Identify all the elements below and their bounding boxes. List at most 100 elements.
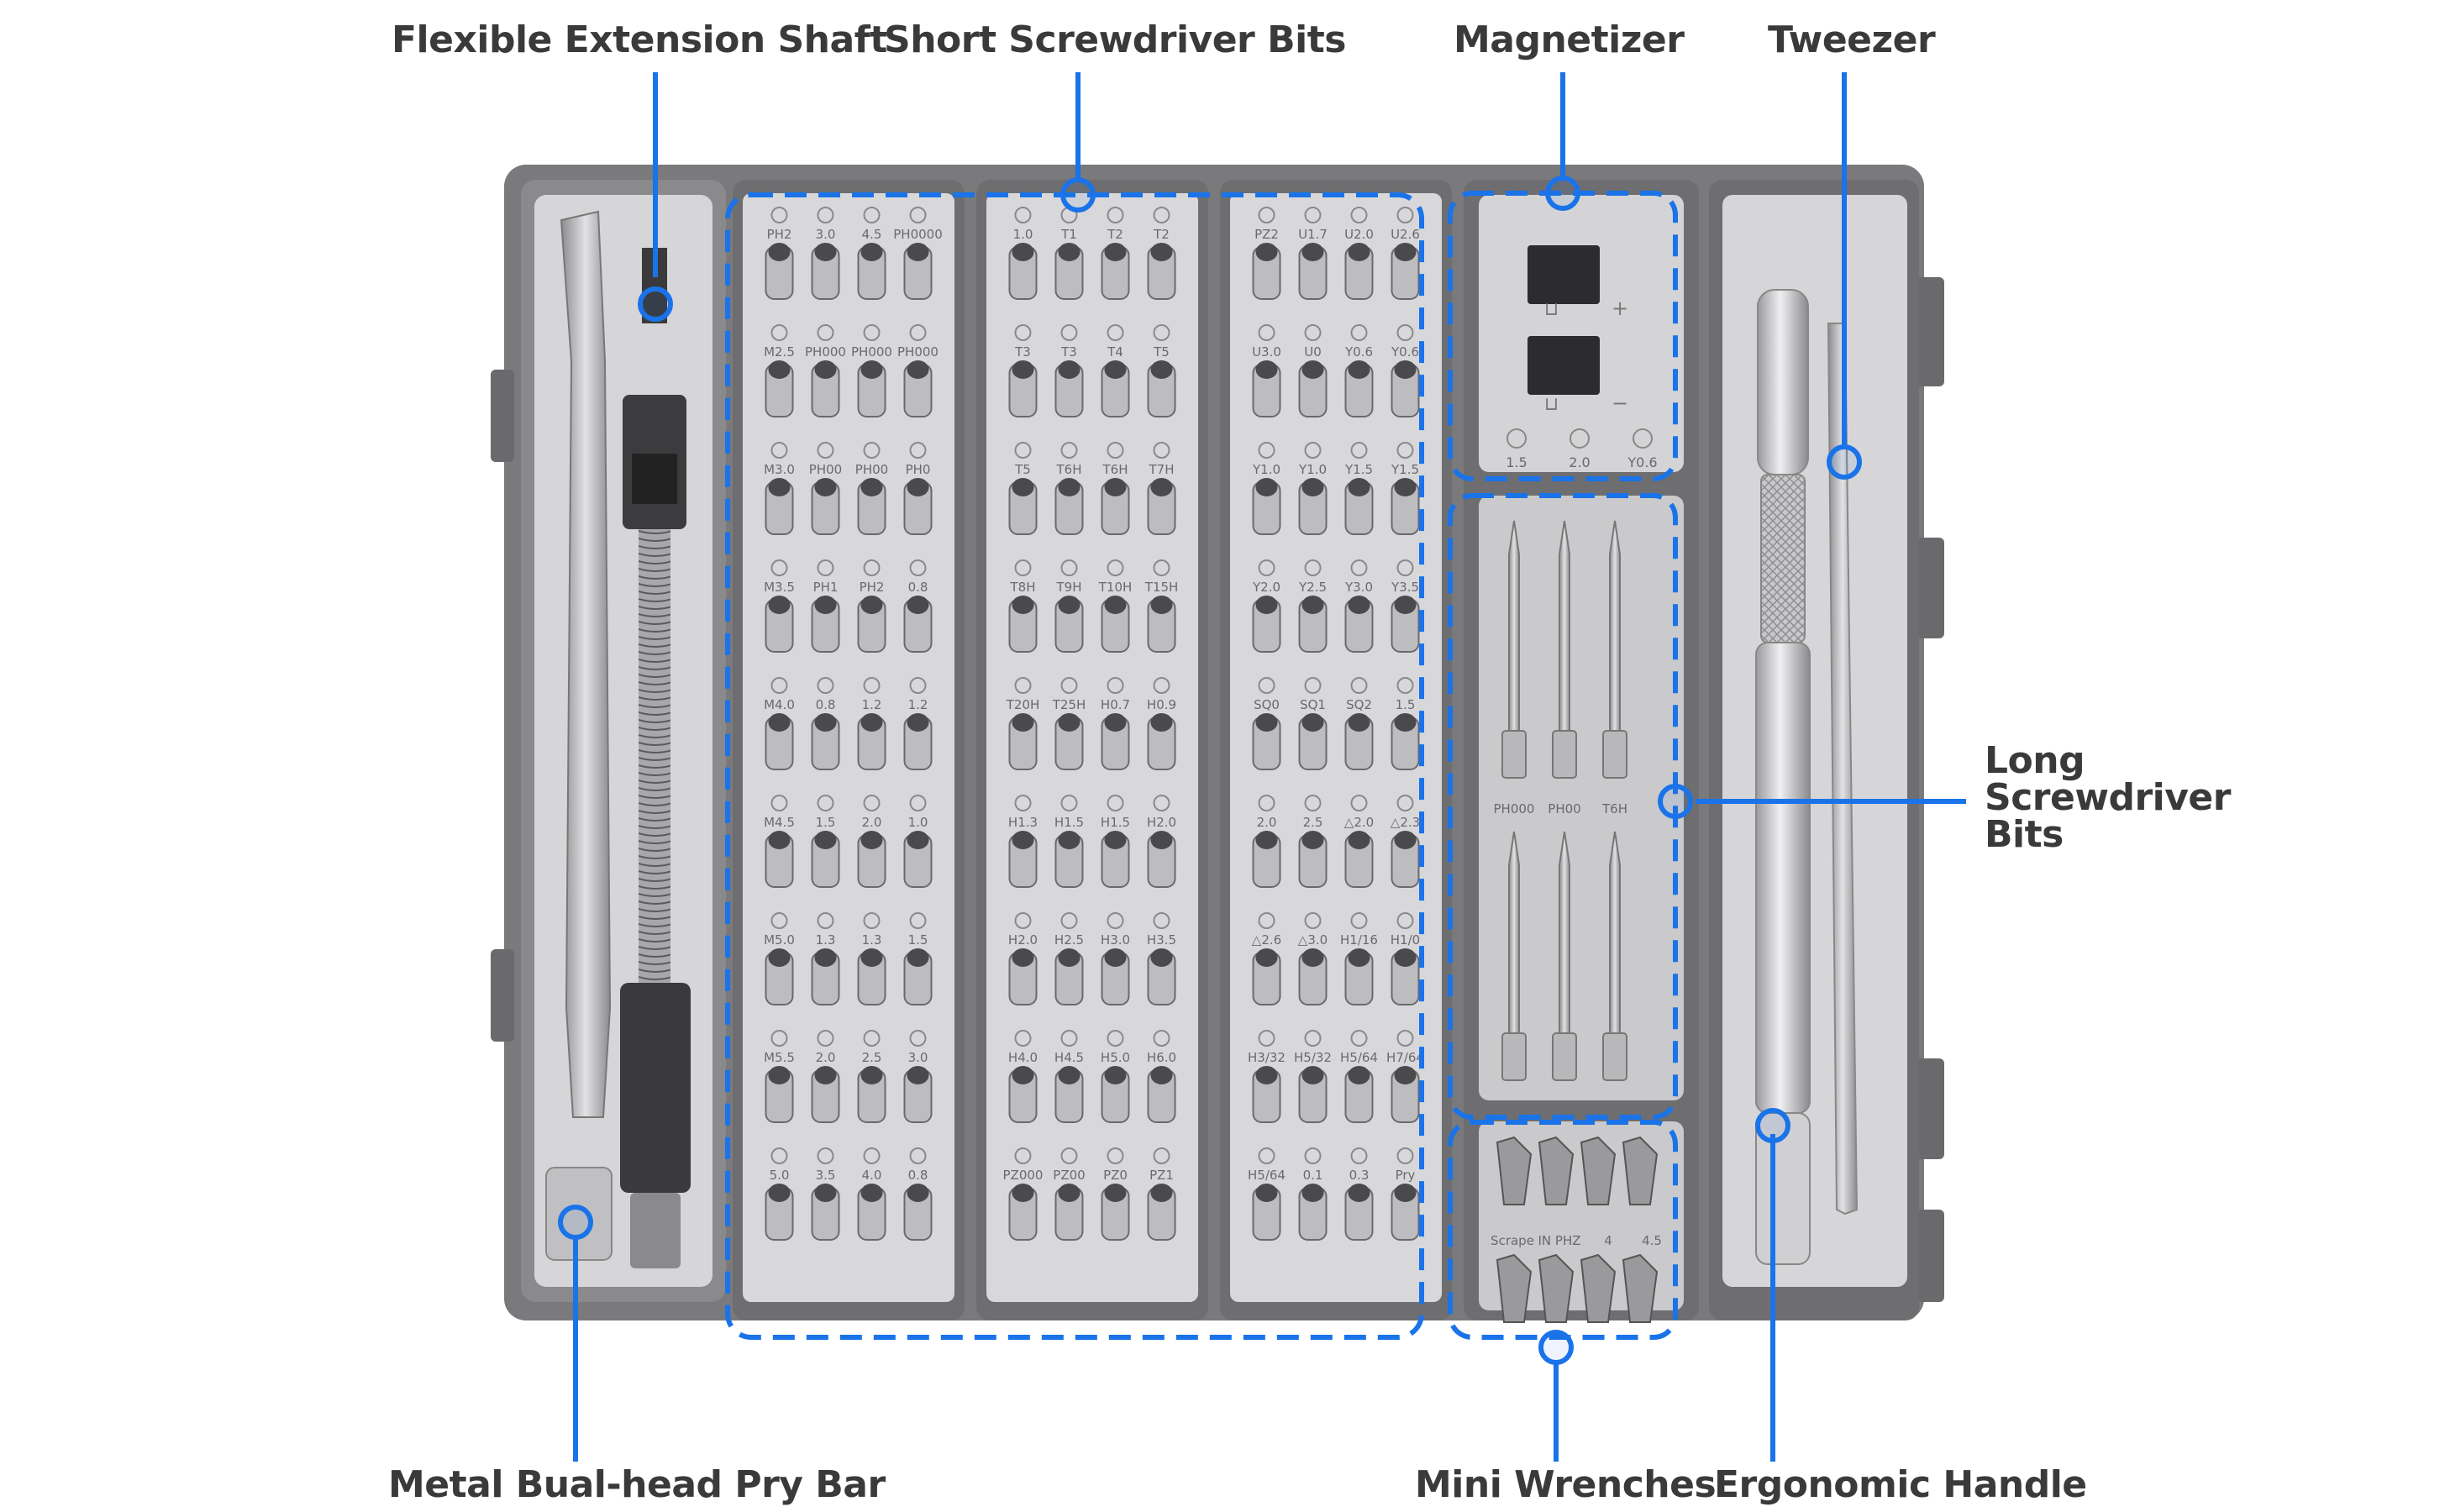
bit-tip	[814, 831, 837, 849]
bit-tip	[1348, 596, 1370, 614]
bit-type-icon	[1396, 1147, 1414, 1164]
bit-size-label: H2.0	[1147, 815, 1176, 830]
marker-pry-bar	[558, 1205, 593, 1240]
wrench-label: Scrape	[1491, 1233, 1534, 1248]
bit-size-label: 1.5	[908, 932, 928, 948]
bit-tip	[1255, 478, 1278, 496]
bit-type-icon	[770, 324, 788, 341]
marker-tweezer	[1827, 444, 1862, 480]
bit-tip	[1255, 243, 1278, 261]
bit-size-label: 0.8	[816, 697, 836, 712]
mini-wrench	[1538, 1136, 1575, 1205]
long-bit-label: PH00	[1548, 801, 1580, 816]
bit-tip	[860, 360, 883, 379]
magnetizer-label: 2.0	[1569, 454, 1590, 470]
flexible-extension-shaft	[620, 248, 691, 1268]
bit-tip	[907, 596, 929, 614]
bit-type-icon	[863, 795, 881, 811]
bit-tip	[860, 1066, 883, 1084]
bit-size-label: △2.3	[1391, 815, 1420, 830]
bit-type-icon	[1258, 207, 1275, 223]
bit-tip	[907, 713, 929, 732]
long-screwdriver-bit	[1609, 831, 1621, 1034]
bit-tip	[814, 1184, 837, 1202]
bit-size-label: H5/32	[1294, 1050, 1332, 1065]
bit-tip	[1012, 1184, 1034, 1202]
long-bits-outline	[1448, 493, 1678, 1120]
bit-tip	[814, 243, 837, 261]
bit-type-icon	[1107, 1030, 1124, 1047]
long-screwdriver-bit	[1609, 520, 1621, 732]
bit-size-label: T8H	[1010, 580, 1036, 595]
long-bit-shank	[1501, 730, 1527, 779]
bit-tip	[768, 478, 791, 496]
bit-type-icon	[1304, 912, 1322, 929]
bit-tip	[1301, 478, 1324, 496]
bit-size-label: 3.0	[816, 227, 836, 242]
bit-size-label: U2.6	[1391, 227, 1420, 242]
bit-size-label: H2.0	[1008, 932, 1038, 948]
bit-tip	[1348, 831, 1370, 849]
bit-type-icon	[817, 1147, 834, 1164]
bit-type-icon	[1350, 442, 1368, 459]
bit-type-icon	[770, 442, 788, 459]
bit-size-label: M2.5	[764, 344, 795, 360]
bit-size-label: PH2	[860, 580, 885, 595]
bit-type-icon	[1014, 912, 1032, 929]
bit-size-label: 2.5	[1303, 815, 1323, 830]
bit-type-icon	[1258, 795, 1275, 811]
bit-tip	[860, 478, 883, 496]
bit-type-icon	[1060, 324, 1078, 341]
bit-type-icon	[909, 1030, 927, 1047]
long-bit-shank	[1552, 730, 1577, 779]
bit-tip	[907, 948, 929, 967]
wrenches-outline	[1448, 1120, 1678, 1340]
wrench-label: 4.5	[1642, 1233, 1662, 1248]
bit-size-label: H2.5	[1054, 932, 1084, 948]
long-screwdriver-bit	[1559, 831, 1570, 1034]
bit-tip	[814, 948, 837, 967]
bit-type-icon	[1258, 442, 1275, 459]
bit-size-label: 5.0	[770, 1168, 790, 1183]
bit-size-label: H5.0	[1101, 1050, 1130, 1065]
bit-size-label: M5.0	[764, 932, 795, 948]
bit-tip	[814, 360, 837, 379]
bit-size-label: T5	[1014, 462, 1031, 477]
bit-type-icon	[1014, 1147, 1032, 1164]
mini-wrench	[1538, 1253, 1575, 1323]
mini-wrench	[1496, 1136, 1533, 1205]
bit-size-label: H5/64	[1248, 1168, 1286, 1183]
bit-tip	[1150, 713, 1173, 732]
bit-size-label: H1.3	[1008, 815, 1038, 830]
bit-size-label: △2.0	[1344, 815, 1374, 830]
bit-tip	[1394, 243, 1417, 261]
bit-tip	[860, 831, 883, 849]
bit-size-label: T2	[1107, 227, 1123, 242]
bit-type-icon	[1107, 207, 1124, 223]
bit-tip	[907, 1184, 929, 1202]
bit-type-icon	[817, 912, 834, 929]
bit-type-icon	[1258, 324, 1275, 341]
bit-type-icon	[1014, 677, 1032, 694]
bit-size-label: PZ1	[1149, 1168, 1174, 1183]
bit-size-label: U0	[1304, 344, 1322, 360]
bit-type-icon	[1304, 795, 1322, 811]
bit-tip	[1012, 831, 1034, 849]
bit-size-label: △3.0	[1298, 932, 1328, 948]
bit-type-icon	[770, 1147, 788, 1164]
bit-size-label: 1.3	[816, 932, 836, 948]
bit-tip	[1348, 1184, 1370, 1202]
bit-type-icon	[909, 324, 927, 341]
bit-size-label: T5	[1153, 344, 1170, 360]
bit-type-icon	[1014, 324, 1032, 341]
bit-tip	[1104, 478, 1127, 496]
bit-type-icon	[1014, 559, 1032, 576]
svg-text:+: +	[1612, 297, 1628, 320]
bit-type-icon	[1060, 795, 1078, 811]
bit-tip	[768, 713, 791, 732]
bit-size-label: Y0.6	[1344, 344, 1373, 360]
bit-size-label: Pry	[1396, 1168, 1416, 1183]
bit-tip	[1348, 360, 1370, 379]
bit-type-icon	[1153, 912, 1170, 929]
